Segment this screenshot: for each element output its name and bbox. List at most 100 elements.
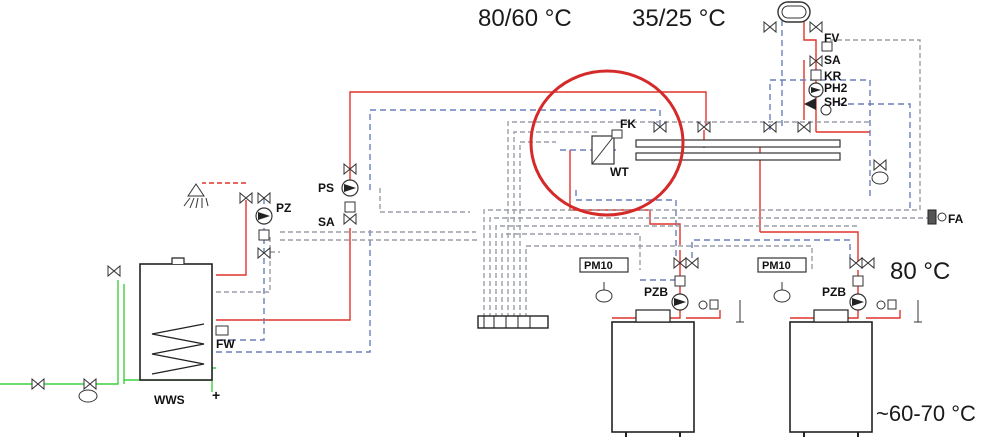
mixer-sh2 [804,98,832,116]
ctrl-left [280,231,480,241]
pm10-left-label: PM10 [584,260,613,272]
pump-pz [255,207,273,225]
wt-return [575,190,677,258]
pump-ph2 [808,82,824,98]
check-valve-pzb-left [674,275,686,287]
wws-plus-label: + [212,387,220,403]
return-boilers [691,239,851,258]
check-valve-pz [258,229,270,241]
temp-boiler-flow-label: 80 °C [890,258,950,285]
valve-header-1 [763,120,777,134]
valve-cold-inlet [31,377,45,391]
ctrl-ps [379,188,470,213]
expansion-tank-left [595,289,613,303]
pm10-left-group: PM10 [579,257,629,303]
valve-boiler-left-b [685,256,699,270]
ctrl-4 [507,121,870,318]
pm10-right-label: PM10 [762,260,791,272]
highlight-circle [529,69,685,217]
valve-boiler-right-b [861,256,875,270]
supply-pipes [202,20,901,321]
wws-label: WWS [154,393,185,407]
boiler-left [611,309,695,437]
valve-expansion-top [873,158,887,172]
kr-label: KR [824,69,842,83]
return-to-wws [216,230,371,353]
ctrl-6 [519,141,556,318]
return-to-pz [216,198,265,341]
valves [31,20,887,391]
sa-left-label: SA [318,215,335,229]
valve-ps-top [343,162,357,176]
red-right-loop [803,20,817,120]
supply-to-pz [216,200,247,276]
expansion-tank-header [871,171,889,185]
cold-water-inlet [0,280,119,385]
supply-main-left [349,91,707,190]
valve-header-2 [797,120,811,134]
valve-cold-inlet-2 [83,377,97,391]
radiator-top [777,1,811,23]
ctrl-5 [513,131,600,318]
right-boiler-supply [760,231,859,262]
valve-cold-top [107,264,121,278]
valve-sa-left [343,212,357,226]
expansion-tank-cold [78,389,98,403]
temp-low-circuit-label: 35/25 °C [632,5,726,32]
return-right-loop [769,20,871,200]
sa-top-label: SA [824,53,841,67]
check-valve-kr [810,69,822,81]
fv-label: FV [824,31,839,45]
supply-to-wws [290,228,351,321]
wt-heat-exchanger: WT FK [591,117,636,179]
check-valve-ps [344,201,356,213]
ctrl-pm10-left [501,233,641,318]
wws-tank [139,257,229,381]
pump-pzb-left [671,293,689,311]
wws-coil [151,323,205,375]
boiler-right [789,309,873,437]
return-main [369,109,661,190]
fk-label: FK [620,117,636,131]
wt-diagonal [591,135,615,165]
return-mixer [838,103,911,210]
pm10-right-group: PM10 [757,257,807,303]
fa-label: FA [948,212,964,226]
valve-shower-blue [257,191,271,205]
fv-box [821,41,833,52]
valve-boiler-right-a [849,256,863,270]
controller-bus [477,315,549,329]
ctrl-2 [495,225,860,318]
boiler-left-instruments [698,299,744,323]
shower-head-icon [183,183,209,209]
valve-top-right [809,20,823,34]
check-valve-pzb-right [852,275,864,287]
pz-label: PZ [276,201,291,215]
expansion-tank-right [773,289,791,303]
temp-high-circuit-label: 80/60 °C [478,5,572,32]
fw-box [215,325,229,336]
wt-label: WT [610,165,629,179]
ps-label: PS [318,181,334,195]
valve-fk-blue [653,120,667,134]
header-bar-top [635,139,841,148]
sh2-label: SH2 [824,95,848,109]
valve-top-left [763,20,777,34]
ctrl-wws [216,236,280,293]
left-safety-line [686,310,721,319]
valve-shower-red [239,191,253,205]
distribution-header [635,139,841,161]
control-lines [216,39,931,318]
header-bar-bottom [635,152,841,161]
fa-sensor [927,209,947,225]
boiler-left-flow [612,250,681,319]
pzb-right-label: PZB [822,285,846,299]
ph2-label: PH2 [824,81,848,95]
fw-label: FW [216,337,235,351]
temp-boiler-return-label: ~60-70 °C [876,401,976,426]
ctrl-top [483,39,921,318]
right-safety-line [866,310,901,319]
valve-pz-bottom [257,246,271,260]
fk-box [611,129,623,139]
